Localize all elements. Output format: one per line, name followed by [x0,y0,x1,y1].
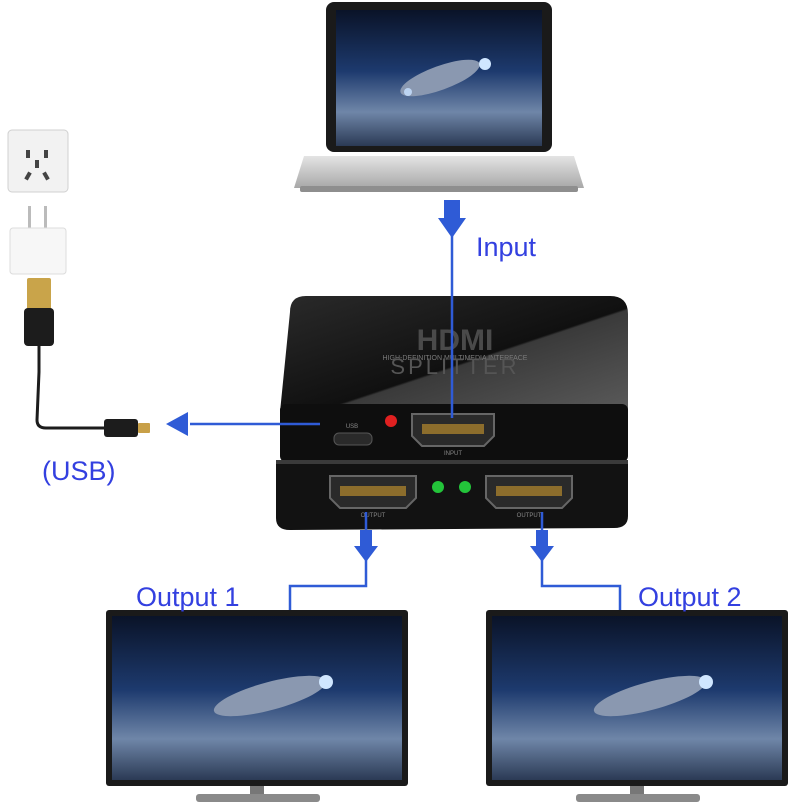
usb-label: (USB) [42,456,116,486]
power-adapter-icon [9,206,67,275]
input-label: Input [476,232,537,262]
usb-arrow [166,412,320,436]
usb-cable-icon [24,278,150,437]
wall-socket-icon [7,129,69,193]
output1-arrow [288,512,378,610]
output-led-1 [432,481,444,493]
input-arrow [438,200,466,418]
port-output2-label: OUTPUT [517,513,542,519]
output2-label: Output 2 [638,582,742,612]
device-model: SPLITTER [390,354,519,379]
device-brand-sub: HIGH-DEFINITION MULTIMEDIA INTERFACE [383,355,528,362]
spaceship-icon [400,58,491,97]
hdmi-splitter-device [276,296,628,530]
device-brand: HDMI [417,324,494,357]
port-output1-label: OUTPUT [361,513,386,519]
output-led-2 [459,481,471,493]
power-led [385,415,397,427]
port-input-label: INPUT [444,451,462,457]
output1-label: Output 1 [136,582,240,612]
port-usb-label: USB [346,424,358,430]
tv-icon [486,610,788,802]
tv-icon [106,610,408,802]
laptop-icon [294,2,584,192]
output2-arrow [530,512,622,610]
